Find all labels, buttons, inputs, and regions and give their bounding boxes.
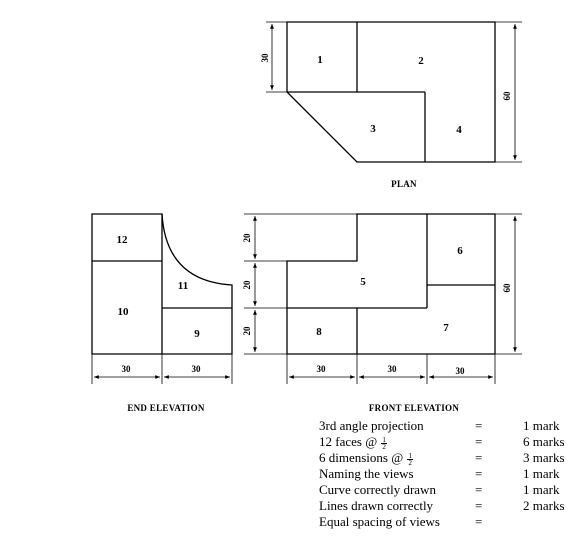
marking-label-text: Equal spacing of views bbox=[319, 514, 440, 529]
fraction-denominator: 2 bbox=[408, 458, 412, 467]
plan-face-3: 3 bbox=[370, 123, 376, 135]
marking-row: 3rd angle projection = 1 mark bbox=[319, 418, 581, 434]
end-face-10: 10 bbox=[118, 306, 130, 318]
marking-row: Curve correctly drawn = 1 mark bbox=[319, 482, 581, 498]
marking-equals: = bbox=[475, 466, 483, 481]
marking-value: 1 mark bbox=[523, 418, 560, 433]
plan-face-2: 2 bbox=[418, 55, 424, 67]
end-elevation-view: 12 10 11 9 30 30 END ELEVATION bbox=[91, 213, 233, 413]
plan-dim-left: 30 bbox=[260, 53, 270, 63]
end-face-9: 9 bbox=[194, 328, 200, 340]
front-face-8: 8 bbox=[316, 326, 322, 338]
plan-outline bbox=[286, 21, 496, 163]
end-dim-left-lower: 20 bbox=[242, 326, 252, 336]
end-elevation-caption: END ELEVATION bbox=[127, 403, 205, 413]
marking-label: Curve correctly drawn bbox=[319, 482, 436, 498]
front-dim-bottom-middle: 30 bbox=[388, 364, 398, 374]
front-elevation-view: 5 6 8 7 20 20 20 60 30 30 30 FRONT ELEVA… bbox=[242, 213, 522, 413]
plan-view: 1 2 3 4 30 60 PLAN bbox=[260, 21, 522, 189]
fraction-denominator: 2 bbox=[382, 442, 386, 451]
plan-caption: PLAN bbox=[391, 179, 417, 189]
marking-value: 6 marks bbox=[523, 434, 565, 449]
marking-label: Lines drawn correctly bbox=[319, 498, 433, 514]
marking-value: 1 mark bbox=[523, 466, 560, 481]
end-dim-left-upper: 20 bbox=[242, 233, 252, 243]
marking-label-text: 3rd angle projection bbox=[319, 418, 424, 433]
end-dim-bottom-right: 30 bbox=[192, 364, 202, 374]
marking-row: Equal spacing of views = bbox=[319, 514, 581, 530]
end-elevation-outline bbox=[91, 213, 233, 355]
marking-value: 2 marks bbox=[523, 498, 565, 513]
marking-equals: = bbox=[475, 450, 483, 465]
front-face-7: 7 bbox=[443, 322, 449, 334]
plan-face-4: 4 bbox=[456, 124, 462, 136]
marking-equals: = bbox=[475, 482, 483, 497]
marking-label-text: 12 faces @ bbox=[319, 434, 378, 449]
end-dim-left-middle: 20 bbox=[242, 280, 252, 290]
marking-label: 3rd angle projection bbox=[319, 418, 424, 434]
marking-label-text: Lines drawn correctly bbox=[319, 498, 434, 513]
marking-row: Naming the views = 1 mark bbox=[319, 466, 581, 482]
front-face-5: 5 bbox=[360, 276, 366, 288]
plan-face-1: 1 bbox=[317, 54, 323, 66]
marking-equals: = bbox=[475, 514, 483, 529]
end-face-11: 11 bbox=[178, 280, 188, 292]
marking-label: Naming the views bbox=[319, 466, 414, 482]
marking-equals: = bbox=[475, 434, 483, 449]
marking-label-text: 6 dimensions @ bbox=[319, 450, 404, 465]
plan-dim-right: 60 bbox=[502, 91, 512, 101]
front-face-6: 6 bbox=[457, 245, 463, 257]
marking-label: Equal spacing of views bbox=[319, 514, 440, 530]
marking-label-text: Naming the views bbox=[319, 466, 414, 481]
marking-value: 1 mark bbox=[523, 482, 560, 497]
front-dim-bottom-right: 30 bbox=[456, 366, 466, 376]
marking-row: Lines drawn correctly = 2 marks bbox=[319, 498, 581, 514]
fraction-numerator: 1 bbox=[407, 451, 413, 460]
front-dim-bottom-left: 30 bbox=[317, 364, 327, 374]
marking-equals: = bbox=[475, 418, 483, 433]
marking-label-text: Curve correctly drawn bbox=[319, 482, 436, 497]
marking-value: 3 marks bbox=[523, 450, 565, 465]
front-elevation-caption: FRONT ELEVATION bbox=[369, 403, 459, 413]
front-dim-right: 60 bbox=[502, 283, 512, 293]
end-face-12: 12 bbox=[117, 234, 129, 246]
fraction-numerator: 1 bbox=[381, 435, 387, 444]
end-dim-bottom-left: 30 bbox=[122, 364, 132, 374]
marking-equals: = bbox=[475, 498, 483, 513]
